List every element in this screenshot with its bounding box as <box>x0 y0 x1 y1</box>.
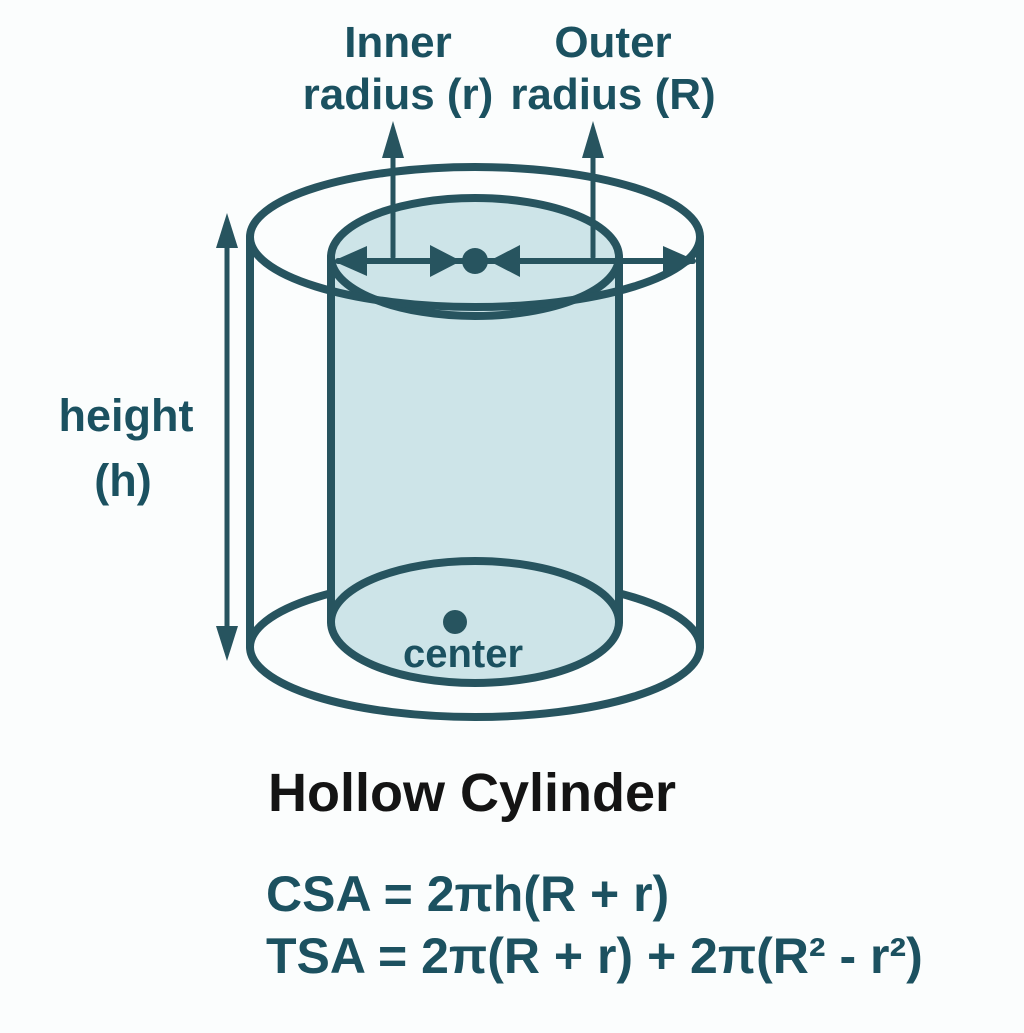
outer-radius-right-head-icon <box>663 246 697 276</box>
inner-radius-left-head-icon <box>333 246 367 276</box>
outer-radius-label-line1: Outer <box>554 18 671 67</box>
center-label: center <box>403 632 523 676</box>
outer-radius-center-head-icon <box>489 245 520 277</box>
outer-radius-pointer-arrow <box>582 121 604 260</box>
csa-formula: CSA = 2πh(R + r) <box>266 866 669 922</box>
outer-radius-pointer-head-icon <box>582 121 604 158</box>
inner-radius-label-line1: Inner <box>344 18 452 67</box>
height-arrow-down-head-icon <box>216 626 238 661</box>
height-label-line1: height <box>59 390 194 441</box>
inner-radius-label-line2: radius (r) <box>303 70 494 119</box>
diagram-title: Hollow Cylinder <box>268 763 676 823</box>
height-dimension-arrow <box>216 213 238 661</box>
height-label-line2: (h) <box>94 455 151 506</box>
height-arrow-up-head-icon <box>216 213 238 248</box>
top-center-dot <box>462 248 488 274</box>
radius-dimension-arrows <box>333 245 697 277</box>
inner-cylinder-body-fill <box>331 257 619 683</box>
inner-radius-pointer-head-icon <box>382 121 404 158</box>
tsa-formula: TSA = 2π(R + r) + 2π(R² - r²) <box>266 928 923 984</box>
outer-cylinder-top-ellipse <box>246 163 704 311</box>
outer-radius-label-line2: radius (R) <box>510 70 715 119</box>
inner-radius-pointer-arrow <box>382 121 404 260</box>
bottom-center-dot <box>443 610 467 634</box>
inner-radius-center-head-icon <box>430 245 461 277</box>
